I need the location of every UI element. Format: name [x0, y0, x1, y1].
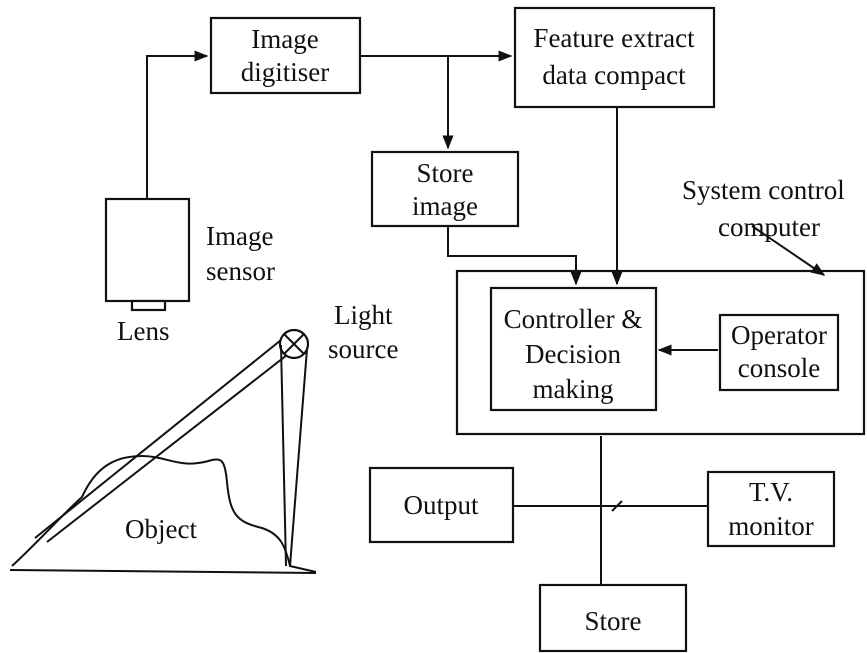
light-source-label-2: source [328, 334, 398, 364]
store-image-block: Store image [370, 150, 520, 228]
line-pointer-system-control [751, 225, 826, 276]
output-block: Output [368, 466, 515, 544]
store-block: Store [538, 583, 688, 653]
tv-monitor-label-2: monitor [728, 511, 814, 541]
image-sensor-label-2: sensor [206, 256, 275, 286]
store-image-label-1: Store [417, 158, 474, 188]
light-beams [34, 339, 308, 567]
operator-console-block: Operator console [718, 313, 840, 392]
controller-label-3: making [533, 374, 614, 404]
light-source-label-1: Light [334, 300, 393, 330]
light-source-lamp [278, 328, 310, 360]
feature-extract-label-2: data compact [542, 60, 686, 90]
connections [146, 50, 826, 584]
store-label: Store [585, 606, 642, 636]
image-digitiser-block: Image digitiser [209, 16, 362, 95]
operator-console-label-1: Operator [731, 320, 827, 350]
image-digitiser-label-2: digitiser [241, 57, 330, 87]
line-bus-tick [611, 500, 623, 512]
feature-extract-label-1: Feature extract [533, 23, 695, 53]
object-shape [9, 454, 317, 574]
object-label: Object [125, 514, 197, 544]
controller-block: Controller & Decision making [489, 286, 658, 412]
feature-extract-block: Feature extract data compact [513, 6, 716, 109]
tv-monitor-label-1: T.V. [749, 477, 793, 507]
output-label: Output [403, 490, 479, 520]
line-sensor-to-digitiser [146, 50, 209, 198]
system-control-label-2: computer [718, 212, 820, 242]
operator-console-label-2: console [738, 353, 820, 383]
image-sensor-label-1: Image [206, 221, 273, 251]
tv-monitor-block: T.V. monitor [706, 470, 836, 548]
image-sensor-camera [104, 197, 191, 312]
controller-label-1: Controller & [504, 304, 643, 334]
controller-label-2: Decision [525, 339, 621, 369]
system-control-computer-box [455, 269, 866, 436]
store-image-label-2: image [412, 191, 478, 221]
system-control-label-1: System control [682, 175, 845, 205]
lens-label: Lens [117, 316, 169, 346]
image-digitiser-label-1: Image [251, 24, 318, 54]
line-store-image-to-controller [447, 226, 582, 286]
